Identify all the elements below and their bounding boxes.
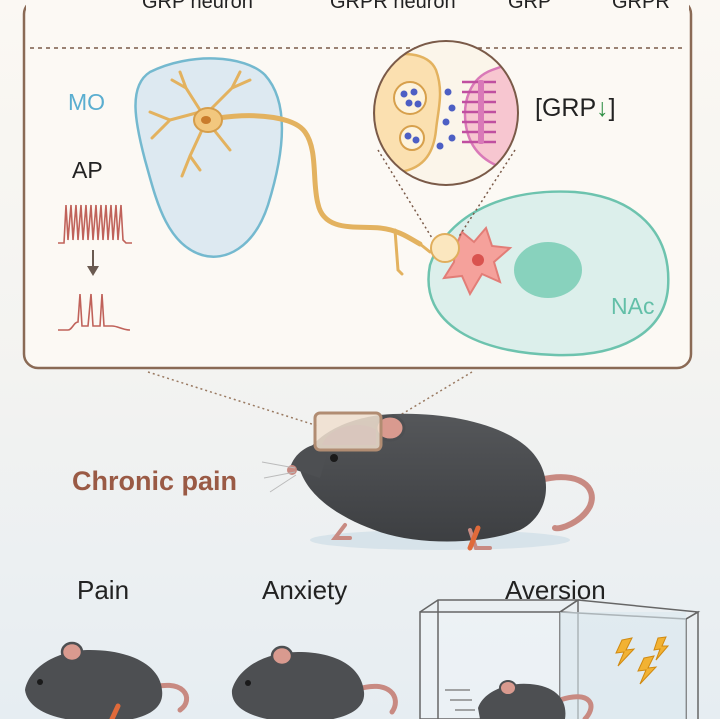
outcome-label-aversion: Aversion bbox=[505, 575, 606, 605]
grp-neuron bbox=[148, 70, 432, 276]
pain-mouse bbox=[25, 641, 190, 719]
legend-label-grpr-neuron: GRPR neuron bbox=[330, 0, 456, 13]
grp-change-label: [GRP↓] bbox=[535, 94, 616, 123]
condition-label: Chronic pain bbox=[72, 466, 238, 496]
brain-window-fill bbox=[322, 425, 376, 445]
ap-high-frequency-trace bbox=[58, 204, 132, 244]
decrease-arrow-icon: ↓ bbox=[596, 94, 609, 122]
ap-low-frequency-trace bbox=[58, 293, 131, 331]
legend-label-grpr: GRPR bbox=[612, 0, 670, 13]
mo-label: MO bbox=[68, 89, 106, 115]
outcome-label-pain: Pain bbox=[77, 575, 130, 605]
legend-label-grp-neuron: GRP neuron bbox=[142, 0, 253, 13]
zoom-lines bbox=[377, 149, 516, 239]
panel-top-mask bbox=[26, 0, 689, 48]
legend-label-grp: GRP bbox=[508, 0, 552, 13]
grp-change-close: ] bbox=[608, 94, 616, 122]
synapse-terminal bbox=[430, 233, 460, 263]
down-arrow-icon bbox=[87, 250, 99, 276]
outcome-label-anxiety: Anxiety bbox=[262, 575, 348, 605]
lightning-icon bbox=[615, 636, 670, 685]
anxiety-mouse bbox=[231, 645, 398, 719]
synapse-zoom bbox=[373, 40, 519, 186]
mo-region bbox=[134, 57, 284, 258]
nac-label: NAc bbox=[611, 293, 655, 319]
grpr-neuron-cell bbox=[442, 226, 513, 297]
chamber-shock-side bbox=[560, 612, 686, 719]
grp-change-text: [GRP bbox=[535, 94, 597, 122]
nac-inner-nucleus bbox=[514, 242, 582, 298]
aversion-mouse bbox=[445, 680, 594, 719]
chronic-pain-mouse bbox=[261, 413, 595, 551]
ap-label: AP bbox=[72, 157, 103, 183]
